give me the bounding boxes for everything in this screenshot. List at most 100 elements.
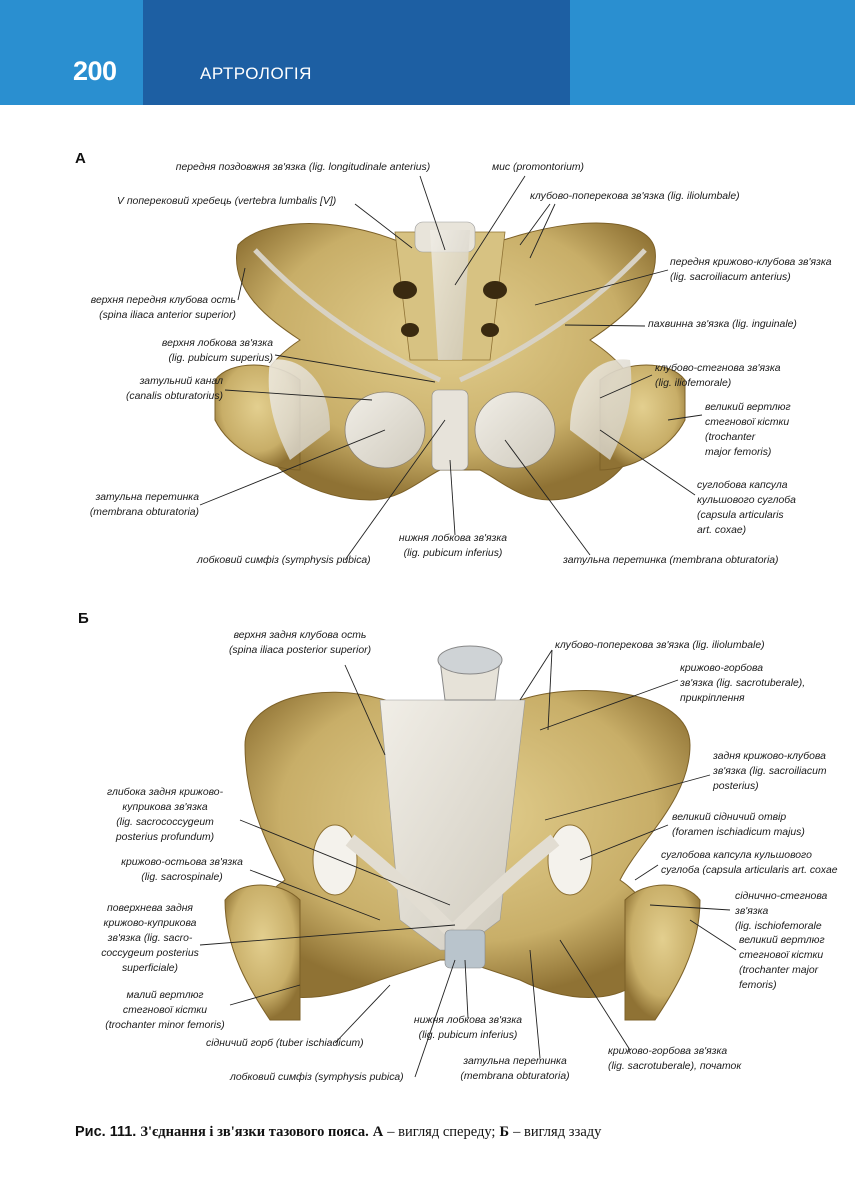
- anatomy-label-line: (lig. pubicum superius): [168, 353, 273, 364]
- anatomy-label-line: (lig. sacrococcygeum: [116, 817, 214, 828]
- anatomy-label-line: задня крижово-клубова: [713, 751, 826, 762]
- anatomy-label-line: femoris): [739, 980, 777, 991]
- anatomy-label: крижово-горбова зв'язка(lig. sacrotubera…: [608, 1044, 741, 1074]
- anatomy-label-line: лобковий симфіз (symphysis pubica): [230, 1072, 404, 1083]
- anatomy-label-line: прикріплення: [680, 693, 745, 704]
- anatomy-label-line: клубово-поперекова зв'язка (lig. iliolum…: [530, 191, 740, 202]
- anatomy-label-line: (lig. sacroiliacum anterius): [670, 272, 791, 283]
- anatomy-label-line: posterius): [713, 781, 759, 792]
- page-number: 200: [73, 56, 117, 86]
- caption-a-letter: А: [372, 1124, 384, 1140]
- anatomy-label: суглобова капсула кульшового суглоба (caps…: [697, 478, 796, 538]
- anatomy-label-line: V поперековий хребець (vertebra lumbalis…: [117, 196, 337, 207]
- page-header: 200 АРТРОЛОГІЯ: [0, 0, 855, 105]
- caption-title: З'єднання і зв'язки тазового пояса.: [140, 1124, 369, 1140]
- anatomy-label-line: суглобова капсула кульшового: [661, 850, 812, 861]
- pelvis-anterior-view: [214, 221, 686, 501]
- figure-caption: Рис. 111. З'єднання і зв'язки тазового п…: [75, 1124, 601, 1141]
- anatomy-label-line: сіднично-стегнова: [735, 891, 828, 902]
- anatomy-label: суглобова капсула кульшового суглоба (cap…: [661, 848, 838, 878]
- anatomy-label-line: зв'язка: [735, 906, 769, 917]
- anatomy-label: задня крижово-клубова зв'язка (lig. sacro…: [713, 749, 827, 794]
- anatomy-label-line: (capsula articularis: [697, 510, 784, 521]
- anatomy-label-line: (spina iliaca anterior superior): [99, 310, 236, 321]
- anatomy-label-line: (spina iliaca posterior superior): [228, 645, 372, 656]
- anatomy-label-line: зв'язка (lig. sacrotuberale),: [680, 678, 806, 689]
- anatomy-label-line: сідничий горб (tuber ischiadicum): [206, 1038, 364, 1049]
- anatomy-label-line: (lig. pubicum inferius): [403, 548, 503, 559]
- anatomy-label-line: передня поздовжня зв'язка (lig. longitud…: [175, 162, 431, 173]
- anatomy-label-line: зв'язка (lig. sacroiliacum: [713, 766, 827, 777]
- figure-a-letter: А: [75, 150, 86, 167]
- anatomy-label: нижня лобкова зв'язка(lig. pubicum infer…: [414, 1013, 522, 1043]
- anatomy-label-line: (lig. sacrospinale): [141, 872, 223, 883]
- anatomy-label-line: пахвинна зв'язка (lig. inguinale): [648, 319, 797, 330]
- anatomy-label-line: major femoris): [705, 447, 772, 458]
- anatomy-label: верхня задня клубова ость (spina iliaca p…: [229, 628, 371, 658]
- anatomy-label: крижово-остьова зв'язка(lig. sacrospinal…: [121, 855, 243, 885]
- anatomy-label-line: верхня задня клубова ость: [233, 630, 367, 641]
- pelvis-posterior-view: [224, 645, 701, 1021]
- anatomy-label-line: (trochanter: [705, 432, 756, 443]
- anatomy-label-line: (trochanter major: [739, 965, 819, 976]
- anatomy-label-line: поверхнева задня: [107, 903, 193, 914]
- anatomy-label-line: art. coxae): [697, 525, 747, 536]
- anatomy-label-line: зв'язка (lig. sacro-: [107, 933, 193, 944]
- anatomy-label: лобковий симфіз (symphysis pubica): [197, 553, 371, 568]
- anatomy-label: передня крижово-клубова зв'язка(lig. sac…: [670, 255, 832, 285]
- anatomy-label: глибока задня крижово-куприкова зв'язка (…: [107, 785, 223, 845]
- anatomy-label: сідничий горб (tuber ischiadicum): [206, 1036, 364, 1051]
- anatomy-label-line: глибока задня крижово-: [106, 787, 224, 798]
- anatomy-label-line: стегнової кістки: [705, 417, 790, 428]
- anatomy-label: клубово-стегнова зв'язка(lig. iliofemora…: [655, 361, 781, 391]
- anatomy-label-line: стегнової кістки: [122, 1005, 208, 1016]
- caption-b-text: – вигляд ззаду: [513, 1124, 602, 1140]
- anatomy-label-line: великий вертлюг: [739, 935, 825, 946]
- anatomy-label-line: кульшового суглоба: [697, 495, 796, 506]
- anatomy-label: нижня лобкова зв'язка (lig. pubicum infer…: [399, 531, 507, 561]
- anatomy-label-line: клубово-стегнова зв'язка: [655, 363, 781, 374]
- anatomy-label: верхня передня клубова ость (spina iliaca…: [91, 293, 236, 323]
- anatomy-label: клубово-поперекова зв'язка (lig. iliolum…: [530, 189, 740, 204]
- anatomy-label: лобковий симфіз (symphysis pubica): [230, 1070, 404, 1085]
- anatomy-label: верхня лобкова зв'язка (lig. pubicum supe…: [162, 336, 273, 366]
- anatomy-label: крижово-горбова зв'язка (lig. sacrotubera…: [680, 661, 805, 706]
- anatomy-label-line: (foramen ischiadicum majus): [672, 827, 805, 838]
- anatomy-label-line: крижово-горбова зв'язка: [608, 1046, 728, 1057]
- anatomy-label-line: верхня передня клубова ость: [90, 295, 236, 306]
- leader-lines: [199, 175, 737, 1078]
- anatomy-label-line: нижня лобкова зв'язка: [398, 533, 508, 544]
- anatomy-label: пахвинна зв'язка (lig. inguinale): [648, 317, 797, 332]
- caption-figure-number: Рис. 111.: [75, 1124, 137, 1140]
- anatomy-label: великий сідничий отвір(foramen ischiadic…: [672, 810, 805, 840]
- anatomy-label: сіднично-стегнова зв'язка (lig. ischiofemo…: [735, 889, 827, 934]
- anatomy-label-line: нижня лобкова зв'язка: [413, 1015, 523, 1026]
- anatomy-label-line: верхня лобкова зв'язка: [161, 338, 273, 349]
- header-title-band: [143, 0, 570, 105]
- figure-b-letter: Б: [78, 610, 89, 627]
- anatomy-label-line: крижово-горбова: [680, 663, 763, 674]
- anatomy-label-line: затульний канал: [139, 376, 223, 387]
- anatomy-label: клубово-поперекова зв'язка (lig. iliolum…: [555, 638, 765, 653]
- anatomy-label-line: (trochanter minor femoris): [105, 1020, 225, 1031]
- anatomy-label-line: мис (promontorium): [492, 162, 585, 173]
- anatomy-label-line: superficiale): [121, 963, 179, 974]
- caption-b-letter: Б: [499, 1124, 510, 1140]
- anatomy-label: мис (promontorium): [492, 160, 584, 175]
- anatomy-label: V поперековий хребець (vertebra lumbalis…: [117, 194, 336, 209]
- anatomy-label: затульний канал (canalis obturatorius): [126, 374, 223, 404]
- anatomy-label-line: суглоба (capsula articularis art. coxae: [661, 865, 838, 876]
- anatomy-label-line: клубово-поперекова зв'язка (lig. iliolum…: [555, 640, 765, 651]
- anatomy-label-line: (lig. ischiofemorale: [735, 921, 822, 932]
- caption-a-text: – вигляд спереду;: [387, 1124, 496, 1140]
- anatomy-label-line: суглобова капсула: [697, 480, 788, 491]
- anatomy-label-line: (canalis obturatorius): [125, 391, 223, 402]
- anatomy-label-line: лобковий симфіз (symphysis pubica): [197, 555, 371, 566]
- anatomy-label-line: куприкова зв'язка: [122, 802, 208, 813]
- anatomy-label: затульна перетинка(membrana obturatoria): [90, 490, 199, 520]
- anatomy-label-line: (membrana obturatoria): [460, 1071, 570, 1082]
